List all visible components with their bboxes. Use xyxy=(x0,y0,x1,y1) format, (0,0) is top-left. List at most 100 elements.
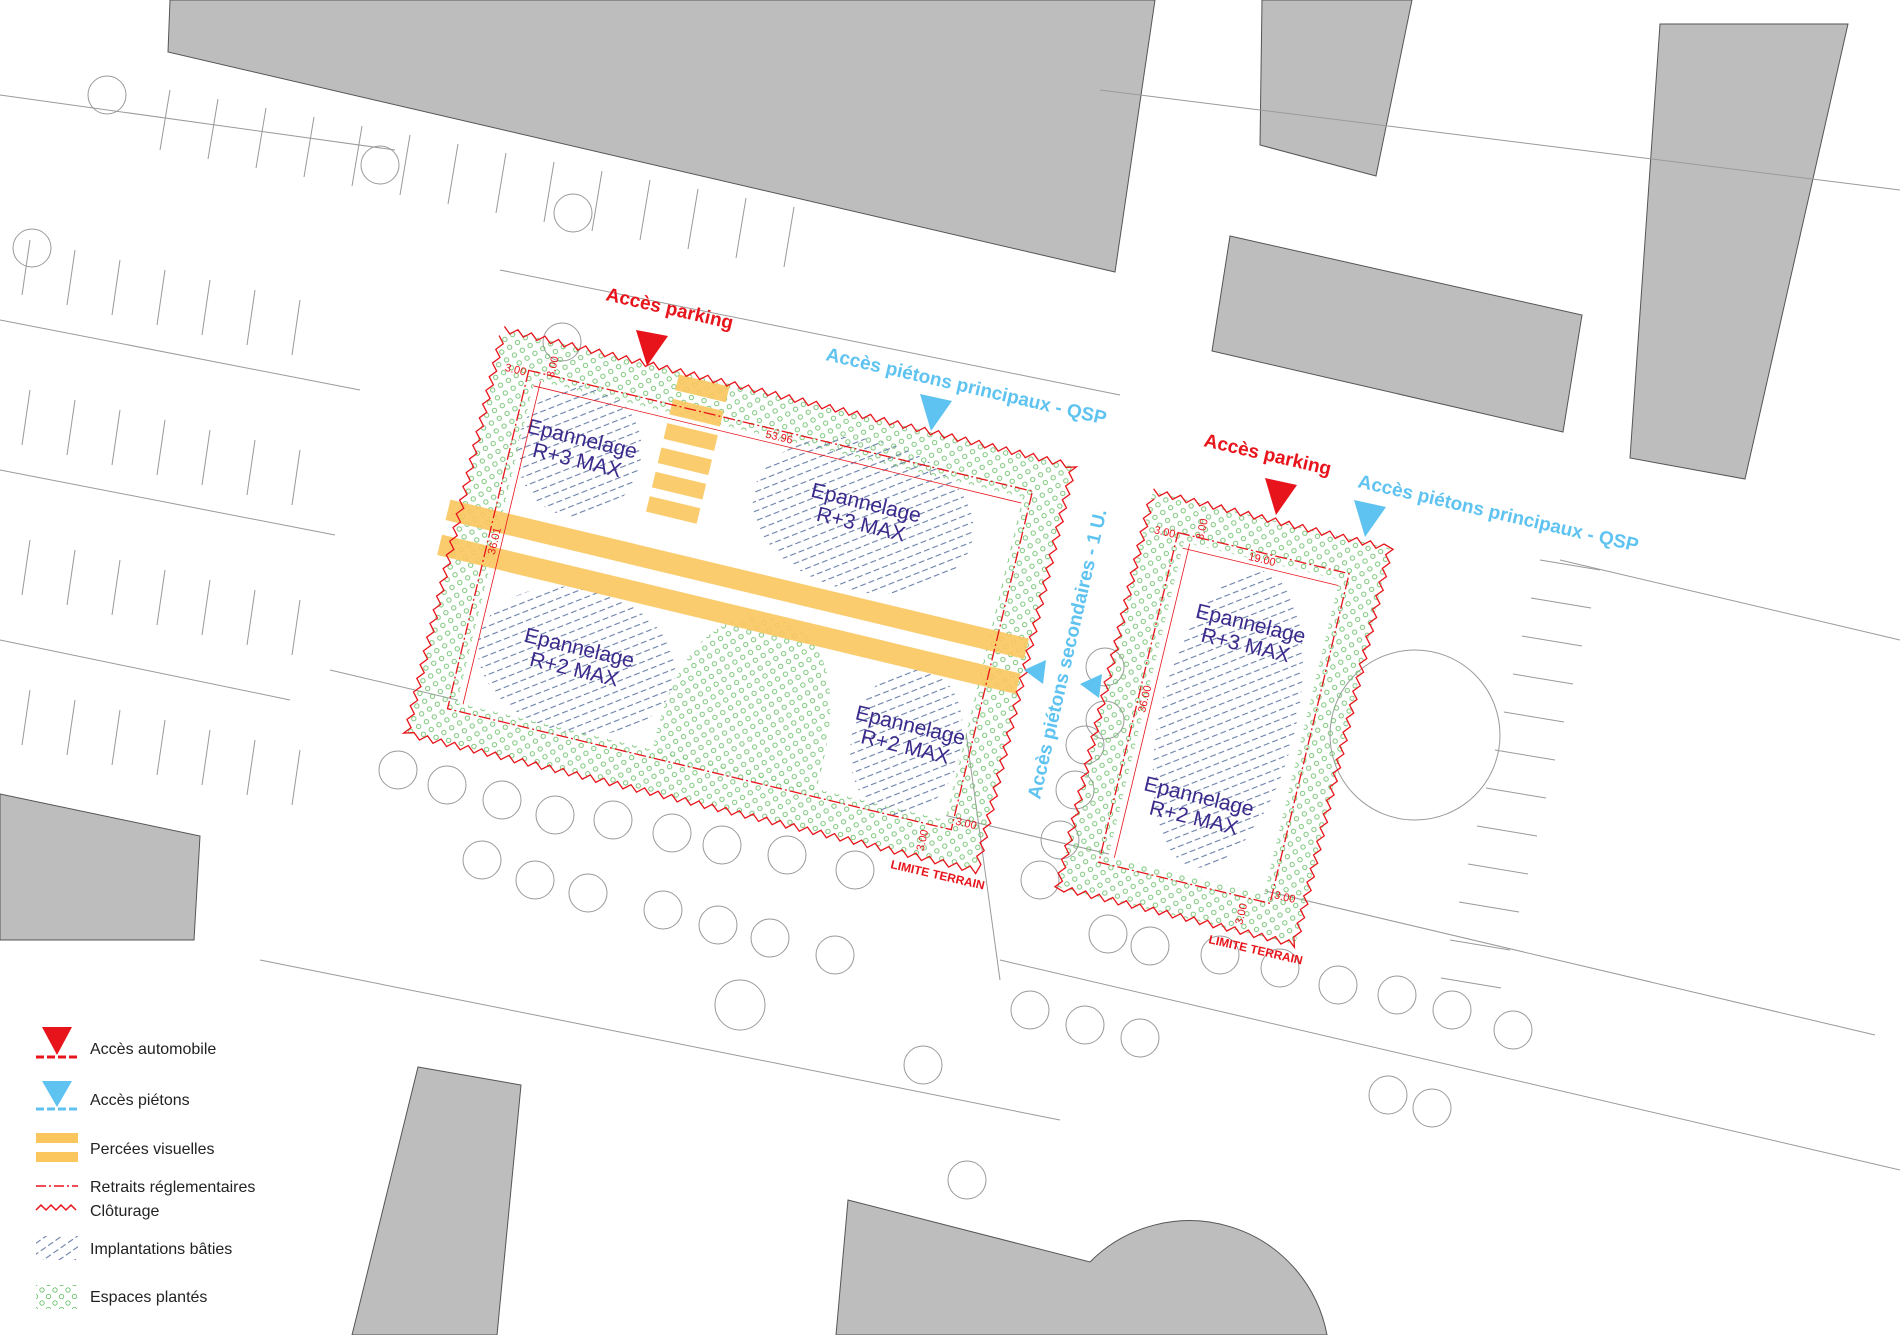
tree-icon xyxy=(1010,990,1050,1030)
road-edge xyxy=(1559,559,1900,641)
parking-stall xyxy=(1494,749,1556,761)
dimension-label: 3.00 xyxy=(915,829,932,853)
tree-icon xyxy=(1368,1075,1408,1115)
building-right xyxy=(1629,23,1849,480)
parking-stall xyxy=(111,559,121,616)
parking-stall xyxy=(159,89,171,151)
tree-icon xyxy=(553,193,593,233)
building-footprint xyxy=(517,385,642,518)
fence-zigzag xyxy=(1053,488,1395,950)
car-access-icon xyxy=(1265,478,1297,515)
tree-icon xyxy=(702,825,742,865)
parking-stall xyxy=(246,289,256,346)
tree-icon xyxy=(87,75,127,115)
tree-icon xyxy=(378,750,418,790)
parking-stall xyxy=(66,249,76,306)
parking-stall xyxy=(447,143,459,205)
parking-stall xyxy=(246,589,256,646)
parking-stall xyxy=(735,197,747,259)
tree-icon xyxy=(535,795,575,835)
road-edge xyxy=(999,959,1900,1171)
visual-corridor xyxy=(445,499,1029,659)
tree-icon xyxy=(947,1160,987,1200)
car-access-icon xyxy=(636,330,668,366)
parking-stall xyxy=(21,539,31,596)
legend-label: Accès automobile xyxy=(90,1041,216,1058)
tree-icon xyxy=(1200,935,1240,975)
parking-stall xyxy=(156,419,166,476)
tree-icon xyxy=(1432,990,1472,1030)
dimension-label: 3.00 xyxy=(1153,524,1177,541)
dimension-line xyxy=(533,385,1022,504)
dimension-label: 3.00 xyxy=(1194,517,1211,541)
visual-corridor xyxy=(663,423,718,451)
building-bottom-left xyxy=(0,793,201,941)
fence-zigzag xyxy=(401,326,1079,875)
access-parking-label-left: Accès parking xyxy=(604,284,735,334)
hatch-icon xyxy=(36,1236,78,1260)
parking-stall xyxy=(246,739,256,796)
parking-stall xyxy=(201,279,211,336)
parking-stall xyxy=(201,579,211,636)
tree-icon xyxy=(593,800,633,840)
visual-corridor xyxy=(675,374,730,403)
dimension-line xyxy=(462,381,541,705)
legend-label: Retraits réglementaires xyxy=(90,1179,255,1196)
parking-stall xyxy=(111,709,121,766)
parking-stall xyxy=(246,439,256,496)
tree-icon xyxy=(1318,965,1358,1005)
legend-label: Implantations bâties xyxy=(90,1241,232,1258)
parking-stall xyxy=(1521,635,1583,647)
dimension-line xyxy=(1182,547,1339,586)
pedestrian-access-icon xyxy=(1354,500,1386,537)
tree-icon xyxy=(482,780,522,820)
road-edge xyxy=(0,319,361,391)
legend-label: Percées visuelles xyxy=(90,1141,215,1158)
road-edge xyxy=(0,639,291,701)
tree-icon xyxy=(767,835,807,875)
building-bottom xyxy=(351,1066,522,1335)
parking-stall xyxy=(639,179,651,241)
tree-icon xyxy=(427,765,467,805)
dots-icon xyxy=(36,1285,78,1309)
road-edge xyxy=(0,94,396,151)
parking-stall xyxy=(687,188,699,250)
parking-stall xyxy=(291,449,301,506)
parking-stall xyxy=(291,299,301,356)
parking-stall xyxy=(156,569,166,626)
yellow-bands-icon xyxy=(36,1133,78,1162)
parking-stall xyxy=(207,98,219,160)
parking-stall xyxy=(291,599,301,656)
tree-icon xyxy=(643,890,683,930)
building-footprint xyxy=(752,437,974,594)
tree-icon xyxy=(1412,1088,1452,1128)
parking-stall xyxy=(66,399,76,456)
tree-icon xyxy=(515,860,555,900)
tree-icon xyxy=(1088,914,1128,954)
building-footprint xyxy=(477,586,676,735)
dimension-label: 3.00 xyxy=(954,816,978,833)
building-bottom-dome xyxy=(835,1199,1328,1335)
tree-icon xyxy=(1020,860,1060,900)
parking-stall xyxy=(1485,787,1547,799)
tree-icon xyxy=(698,905,738,945)
parking-stall xyxy=(66,549,76,606)
access-pedestrian-label-right: Accès piétons principaux - QSP xyxy=(1356,471,1641,556)
tree-icon xyxy=(652,813,692,853)
parking-stall xyxy=(591,170,603,232)
dimension-label: 3.00 xyxy=(545,355,562,379)
parking-stall xyxy=(201,729,211,786)
pedestrian-access-icon xyxy=(1024,660,1046,684)
parking-stall xyxy=(111,259,121,316)
parking-stall xyxy=(156,719,166,776)
parking-stall xyxy=(1503,711,1565,723)
parking-stall xyxy=(291,749,301,806)
setback-line xyxy=(1098,531,1350,905)
building-footprint xyxy=(1152,570,1303,868)
tree-icon xyxy=(12,228,52,268)
setback-line xyxy=(446,369,1034,831)
parking-stall xyxy=(1530,597,1592,609)
